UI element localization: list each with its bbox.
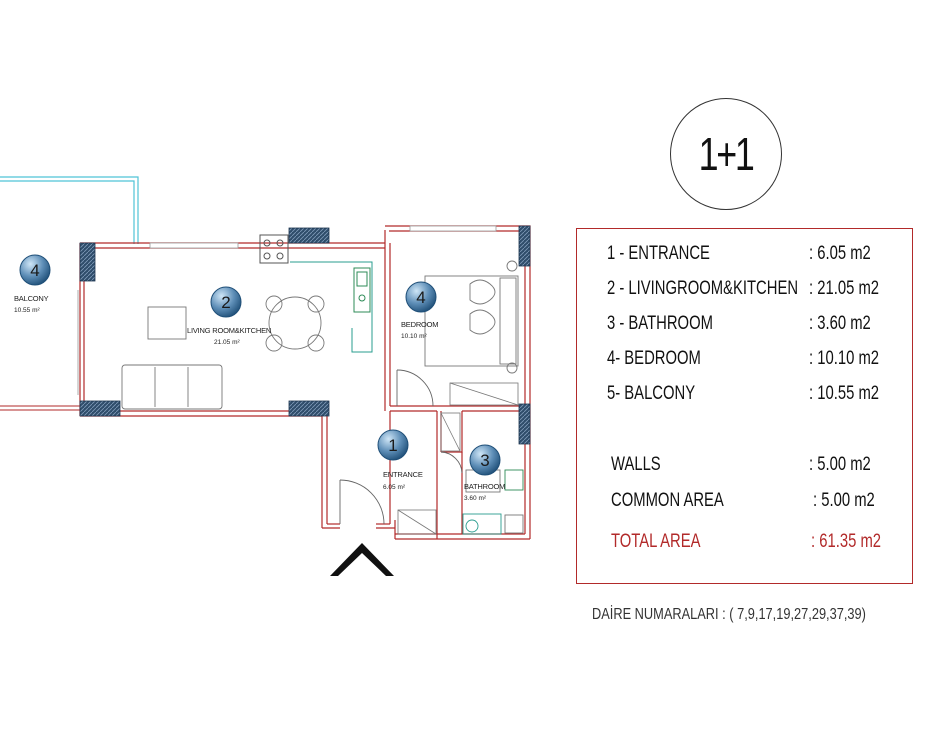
legend-value: : 5.00 m2 [809, 454, 871, 475]
area-legend: 1 - ENTRANCE : 6.05 m2 2 - LIVINGROOM&KI… [576, 228, 913, 584]
badge-entrance-number: 1 [388, 436, 397, 455]
area-living: 21.05 m² [214, 339, 240, 346]
area-bathroom: 3.60 m² [464, 495, 487, 502]
badge-entrance: 1 ENTRANCE 6.05 m² [377, 429, 423, 491]
legend-value: : 21.05 m2 [809, 278, 880, 299]
walls [79, 225, 531, 540]
living-furniture [121, 295, 325, 410]
legend-label: 4- BEDROOM [607, 348, 701, 369]
legend-value: : 3.60 m2 [809, 313, 871, 334]
legend-row: WALLS : 5.00 m2 [577, 454, 912, 478]
legend-row: 3 - BATHROOM : 3.60 m2 [577, 313, 912, 337]
floor-plan: 4 BALCONY 10.55 m² 2 LIVING ROOM&KITCHEN… [0, 176, 531, 576]
label-bathroom: BATHROOM [464, 482, 505, 491]
legend-row: COMMON AREA : 5.00 m2 [577, 490, 912, 514]
label-entrance: ENTRANCE [383, 470, 423, 479]
badge-bathroom-number: 3 [480, 451, 489, 470]
badge-balcony-number: 4 [30, 261, 39, 280]
legend-label: COMMON AREA [611, 490, 724, 511]
label-living: LIVING ROOM&KITCHEN [187, 326, 271, 335]
bathroom-fixtures [462, 469, 524, 535]
badge-living-number: 2 [221, 293, 230, 312]
legend-label: 5- BALCONY [607, 383, 696, 404]
label-balcony: BALCONY [14, 294, 49, 303]
kitchen-counter [259, 234, 373, 353]
doors [339, 369, 463, 525]
badge-balcony: 4 BALCONY 10.55 m² [14, 254, 51, 314]
legend-value: : 10.55 m2 [809, 383, 880, 404]
apartment-type-circle: 1+1 [670, 98, 782, 210]
balcony-floor [0, 405, 80, 411]
area-balcony: 10.55 m² [14, 307, 40, 314]
badge-bedroom-number: 4 [416, 288, 425, 307]
legend-row: 5- BALCONY : 10.55 m2 [577, 383, 912, 407]
legend-row: 2 - LIVINGROOM&KITCHEN : 21.05 m2 [577, 278, 912, 302]
entrance-arrow [330, 543, 394, 576]
windows [77, 225, 497, 395]
legend-value: : 6.05 m2 [809, 243, 871, 264]
area-bedroom: 10.10 m² [401, 333, 427, 340]
columns [79, 225, 531, 445]
apartment-type: 1+1 [699, 128, 755, 180]
legend-value: : 10.10 m2 [809, 348, 880, 369]
label-bedroom: BEDROOM [401, 320, 438, 329]
legend-row: 1 - ENTRANCE : 6.05 m2 [577, 243, 912, 267]
legend-label: TOTAL AREA [611, 531, 701, 552]
legend-row: 4- BEDROOM : 10.10 m2 [577, 348, 912, 372]
balcony-railing [0, 176, 139, 244]
legend-label: WALLS [611, 454, 661, 475]
badge-living: 2 LIVING ROOM&KITCHEN 21.05 m² [187, 286, 271, 346]
area-entrance: 6.05 m² [383, 484, 406, 491]
legend-label: 1 - ENTRANCE [607, 243, 710, 264]
bed [424, 260, 519, 374]
badge-bathroom: 3 BATHROOM 3.60 m² [464, 444, 505, 502]
legend-label: 2 - LIVINGROOM&KITCHEN [607, 278, 799, 299]
legend-row-total: TOTAL AREA : 61.35 m2 [577, 531, 912, 555]
legend-label: 3 - BATHROOM [607, 313, 713, 334]
legend-value: : 61.35 m2 [811, 531, 882, 552]
badge-bedroom: 4 BEDROOM 10.10 m² [401, 281, 439, 340]
wardrobe [397, 382, 519, 535]
legend-value: : 5.00 m2 [813, 490, 875, 511]
apartment-numbers: DAİRE NUMARALARI : ( 7,9,17,19,27,29,37,… [592, 606, 866, 623]
